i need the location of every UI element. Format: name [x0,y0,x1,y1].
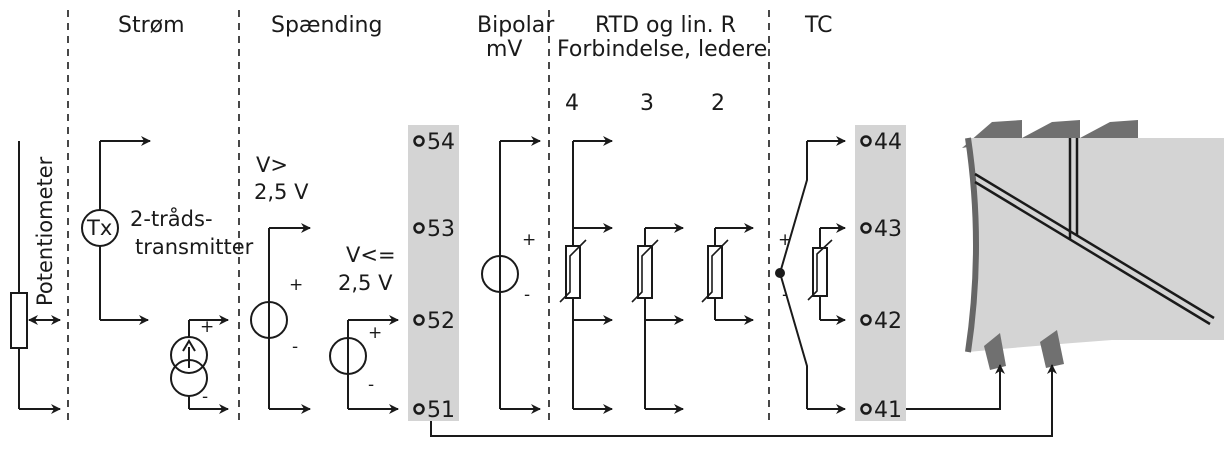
wire-count-3: 3 [640,91,654,116]
v-high-value: 2,5 V [254,180,309,204]
terminal-52: 52 [427,309,455,334]
current-source-minus: - [202,387,208,407]
v-low-value: 2,5 V [338,271,393,295]
terminal-53: 53 [427,217,455,242]
transmitter-circuit [81,136,151,325]
terminal-51: 51 [427,398,455,423]
bipolar-plus: + [522,230,536,250]
tc-minus: - [782,285,788,305]
v-high-plus: + [289,275,303,295]
header-bipolar: Bipolar [477,13,555,38]
tx-symbol-label: Tx [86,216,112,240]
v-high-label: V> [256,153,288,177]
terminal-block-left [408,125,459,421]
terminal-41: 41 [874,398,902,423]
header-tc: TC [804,13,833,38]
rtd-2-wire [701,223,754,325]
potentiometer-symbol [10,141,61,414]
v-high-minus: - [292,337,298,357]
v-low-label: V<= [346,243,396,267]
section-separators [67,10,770,425]
terminal-block-right [855,125,906,421]
header-rtd: RTD og lin. R [595,13,736,38]
terminal-42: 42 [874,309,902,334]
wire-count-4: 4 [565,91,579,116]
wire-count-2: 2 [711,91,725,116]
header-strom: Strøm [118,13,185,38]
bipolar-source [481,136,541,414]
thermocouple [775,136,846,414]
potentiometer-label: Potentiometer [33,156,57,306]
header-rtd-connection: Forbindelse, ledere [557,37,767,62]
device-housing [962,120,1224,370]
header-spaending: Spænding [271,13,382,38]
tc-plus: + [778,230,792,250]
terminal-screws-left [413,135,425,415]
transmitter-label-2: transmitter [135,235,254,259]
terminal-screws-right [860,135,872,415]
voltage-source-high [250,223,311,414]
terminal-44: 44 [874,130,902,155]
terminal-54: 54 [427,130,455,155]
terminal-43: 43 [874,217,902,242]
rtd-4-wire [559,136,613,414]
transmitter-label: 2-tråds- [130,206,213,231]
rtd-3-wire [631,223,684,414]
current-source-symbol [170,315,229,414]
header-bipolar-unit: mV [486,37,522,62]
voltage-source-low [329,315,399,414]
current-source-plus: + [200,317,214,337]
device-connections [430,364,1057,437]
bipolar-minus: - [524,285,530,305]
v-low-plus: + [368,323,382,343]
v-low-minus: - [368,375,374,395]
